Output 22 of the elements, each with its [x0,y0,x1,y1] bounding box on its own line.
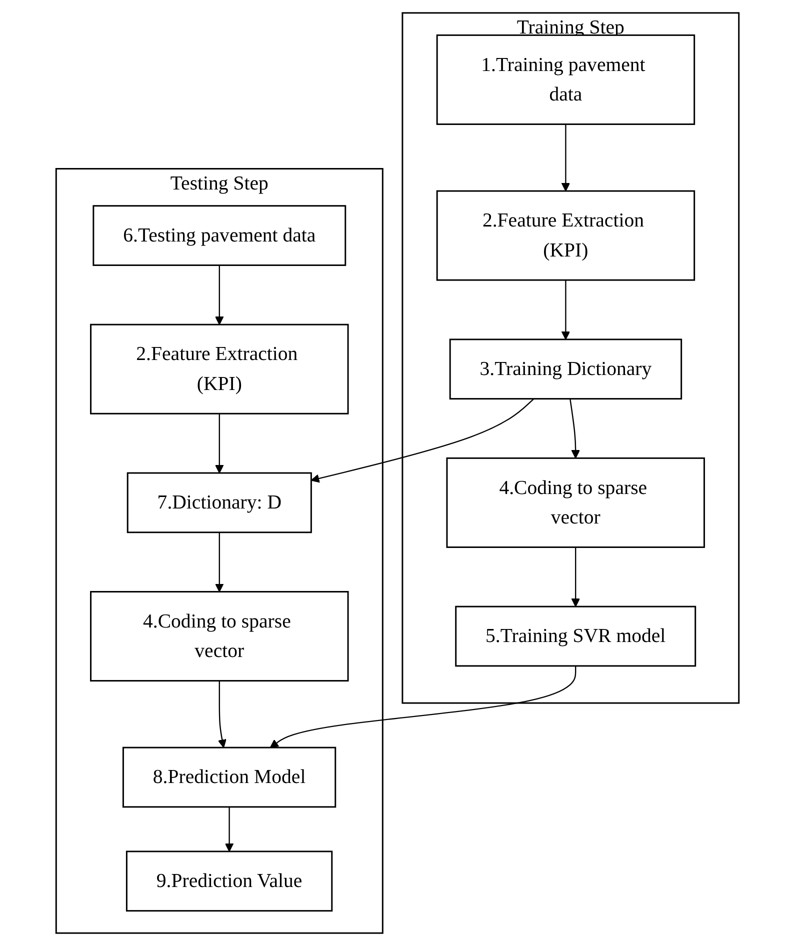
arrow [561,124,570,192]
arrow [570,398,580,459]
node-box: 2.Feature Extraction (KPI) [436,190,696,281]
arrow [270,666,576,748]
arrow [310,398,534,483]
arrow [215,532,224,592]
node-box: 2.Feature Extraction (KPI) [90,324,349,414]
node-box: 4.Coding to sparse vector [446,457,705,548]
arrow [561,280,570,340]
arrow [215,414,224,474]
node-box: 6.Testing pavement data [92,205,346,266]
arrow [218,680,226,748]
node-box: 5.Training SVR model [455,606,696,667]
node-box: 1.Training pavement data [436,34,696,125]
arrow [215,265,224,325]
node-box: 8.Prediction Model [122,746,336,808]
arrow [224,806,234,852]
node-box: 9.Prediction Value [126,850,333,912]
node-box: 7.Dictionary: D [126,472,312,534]
node-box: 3.Training Dictionary [449,338,682,400]
arrow [571,547,580,607]
node-box: 4.Coding to sparse vector [90,590,349,682]
